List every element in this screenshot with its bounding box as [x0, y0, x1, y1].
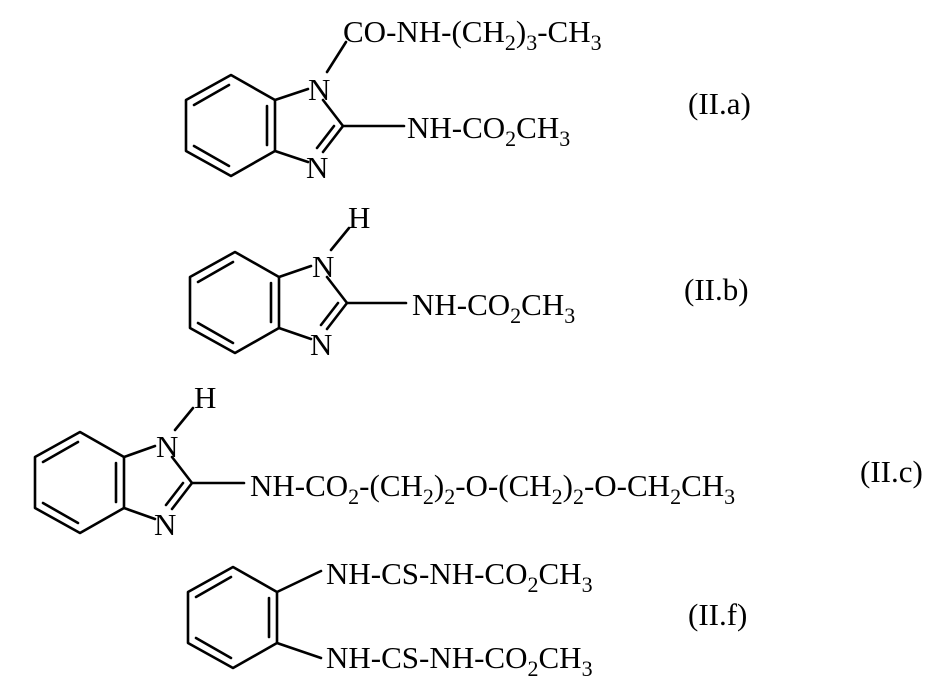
atom-n1: N	[156, 429, 178, 464]
atom-n3: N	[306, 150, 328, 185]
atom-n1: N	[308, 72, 330, 107]
top-substituent: NH-CS-NH-CO2CH3	[326, 556, 593, 597]
benzimidazole-core	[33, 406, 246, 535]
benzene-ring	[186, 565, 323, 670]
compound-iia: N N CO-NH-(CH2)3-CH3 NH-CO2CH3 (II.a)	[184, 14, 751, 185]
c2-substituent: NH-CO2CH3	[412, 287, 575, 328]
compound-iic: H N N NH-CO2-(CH2)2-O-(CH2)2-O-CH2CH3 (I…	[33, 380, 923, 542]
bottom-substituent: NH-CS-NH-CO2CH3	[326, 640, 593, 681]
compound-label: (II.a)	[688, 86, 751, 121]
c2-substituent: NH-CO2CH3	[407, 110, 570, 151]
compound-label: (II.c)	[860, 454, 923, 489]
atom-n3: N	[310, 327, 332, 362]
atom-n3: N	[154, 507, 176, 542]
benzimidazole-core	[184, 40, 406, 178]
n1-substituent: CO-NH-(CH2)3-CH3	[343, 14, 602, 55]
compound-iif: NH-CS-NH-CO2CH3 NH-CS-NH-CO2CH3 (II.f)	[186, 556, 747, 681]
compound-iib: H N N NH-CO2CH3 (II.b)	[188, 200, 749, 362]
atom-h: H	[348, 200, 370, 235]
compound-label: (II.f)	[688, 597, 747, 632]
compound-label: (II.b)	[684, 272, 749, 307]
atom-h: H	[194, 380, 216, 415]
benzimidazole-core	[188, 226, 408, 355]
c2-substituent: NH-CO2-(CH2)2-O-(CH2)2-O-CH2CH3	[250, 468, 735, 509]
atom-n1: N	[312, 249, 334, 284]
